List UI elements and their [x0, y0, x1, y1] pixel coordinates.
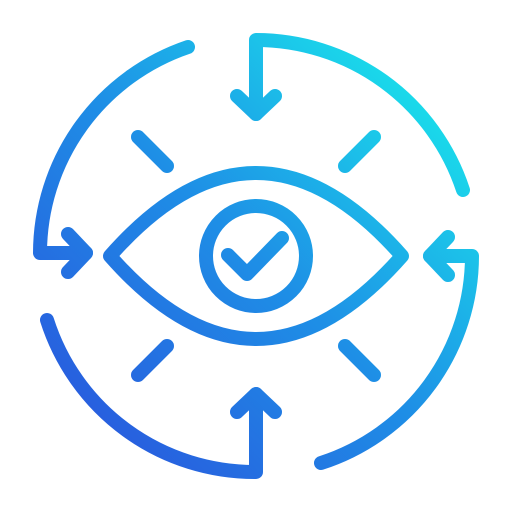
- cycle-arrows-icon: [33, 33, 479, 480]
- arrow-head-right: [423, 230, 455, 282]
- ray-top-left: [131, 130, 174, 173]
- eye-outline: [103, 166, 409, 346]
- arc-top-right: [249, 33, 470, 197]
- arc-bottom-left: [40, 313, 263, 480]
- arrow-head-left: [61, 227, 93, 279]
- ray-bottom-left: [131, 339, 174, 382]
- eye-icon: [103, 166, 409, 346]
- arc-top-left: [33, 40, 195, 260]
- arrow-head-bottom: [230, 387, 282, 419]
- ray-top-right: [338, 130, 381, 173]
- eye-iris: [199, 199, 313, 313]
- check-icon: [221, 231, 289, 281]
- ray-bottom-right: [338, 339, 381, 382]
- arrow-head-top: [230, 89, 282, 121]
- arc-bottom-right: [314, 249, 479, 470]
- radiating-rays: [131, 130, 381, 382]
